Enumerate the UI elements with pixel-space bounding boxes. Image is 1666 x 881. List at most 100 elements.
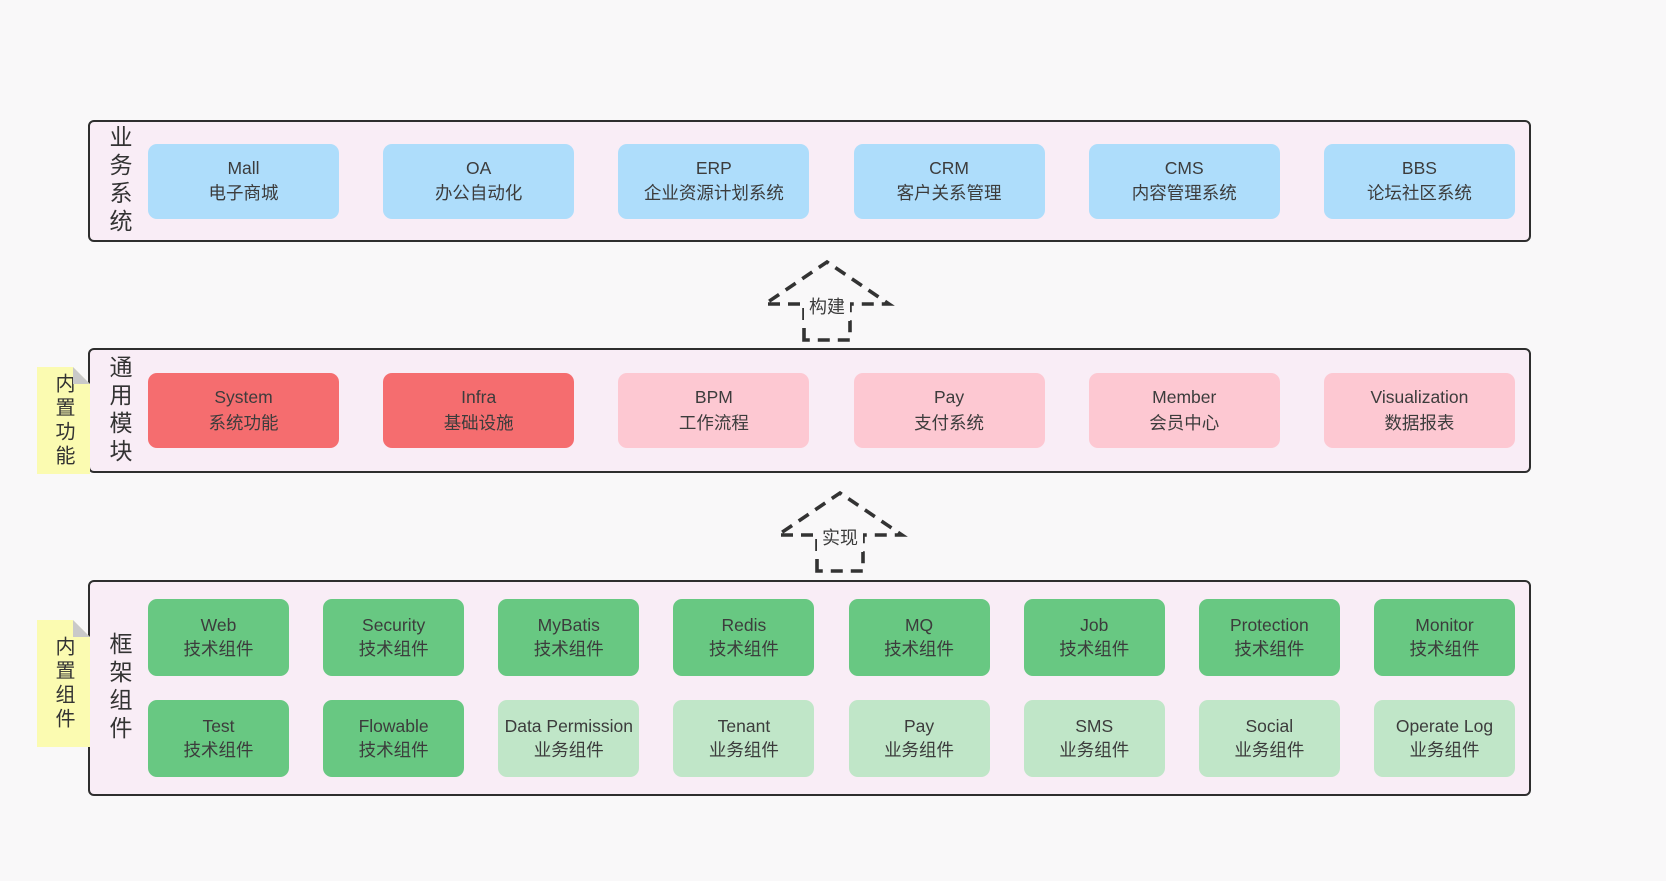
box-subtitle: 论坛社区系统 <box>1366 183 1472 203</box>
sticky-note-label: 内置组件 <box>52 635 74 732</box>
box-subtitle: 技术组件 <box>533 638 604 659</box>
framework-row-2: Test 技术组件 Flowable 技术组件 Data Permission … <box>148 700 1515 777</box>
box-title: BBS <box>1401 157 1437 178</box>
diagram-box-operate-log: Operate Log 业务组件 <box>1373 700 1515 777</box>
box-title: Data Permission <box>504 716 633 737</box>
band-business-systems: 业务系统 Mall 电子商城 OA 办公自动化 ERP 企业资源计划系统 CRM… <box>88 120 1531 242</box>
box-title: CMS <box>1164 157 1204 178</box>
box-title: Social <box>1245 716 1294 737</box>
box-subtitle: 技术组件 <box>183 739 254 760</box>
box-subtitle: 业务组件 <box>708 739 779 760</box>
box-subtitle: 业务组件 <box>884 739 955 760</box>
box-subtitle: 系统功能 <box>208 412 279 433</box>
diagram-box-system: System 系统功能 <box>148 373 339 448</box>
box-subtitle: 业务组件 <box>533 739 604 760</box>
diagram-box-sms: SMS 业务组件 <box>1023 700 1165 777</box>
box-subtitle: 业务组件 <box>1059 739 1130 760</box>
box-title: BPM <box>694 387 733 408</box>
box-title: Protection <box>1229 615 1309 636</box>
diagram-box-tenant: Tenant 业务组件 <box>673 700 815 777</box>
framework-row-1: Web 技术组件 Security 技术组件 MyBatis 技术组件 Redi… <box>148 599 1515 676</box>
up-block-arrow-icon <box>759 259 895 342</box>
box-title: SMS <box>1075 716 1114 737</box>
diagram-box-oa: OA 办公自动化 <box>383 143 575 219</box>
box-subtitle: 办公自动化 <box>434 183 523 203</box>
diagram-box-erp: ERP 企业资源计划系统 <box>618 143 810 219</box>
box-title: Redis <box>721 615 767 636</box>
diagram-box-test: Test 技术组件 <box>148 700 289 777</box>
diagram-box-web: Web 技术组件 <box>148 599 289 676</box>
box-subtitle: 业务组件 <box>1234 739 1305 760</box>
band-label-framework-components: 框架组件 <box>106 632 132 744</box>
diagram-box-bbs: BBS 论坛社区系统 <box>1323 143 1515 219</box>
band-label-business-systems: 业务系统 <box>106 125 132 237</box>
box-title: Infra <box>461 387 497 408</box>
box-subtitle: 业务组件 <box>1409 739 1480 760</box>
arrow-implement: 实现 <box>770 487 910 573</box>
box-subtitle: 技术组件 <box>884 638 955 659</box>
box-subtitle: 技术组件 <box>1234 638 1305 659</box>
diagram-box-mall: Mall 电子商城 <box>148 143 339 219</box>
box-title: MQ <box>904 615 934 636</box>
band-common-content: System 系统功能 Infra 基础设施 BPM 工作流程 Pay 支付系统… <box>148 373 1529 448</box>
box-subtitle: 会员中心 <box>1149 412 1220 433</box>
diagram-box-monitor: Monitor 技术组件 <box>1373 599 1515 676</box>
diagram-box-security: Security 技术组件 <box>323 599 465 676</box>
band-common-modules: 通用模块 System 系统功能 Infra 基础设施 BPM 工作流程 Pay… <box>88 348 1531 473</box>
box-title: Job <box>1080 615 1109 636</box>
band-label-common-modules: 通用模块 <box>106 354 132 467</box>
diagram-box-mq: MQ 技术组件 <box>848 599 990 676</box>
diagram-box-crm: CRM 客户关系管理 <box>853 143 1045 219</box>
diagram-box-flowable: Flowable 技术组件 <box>323 700 465 777</box>
box-subtitle: 电子商城 <box>208 183 279 203</box>
box-subtitle: 技术组件 <box>1059 638 1130 659</box>
sticky-note-builtin-components: 内置组件 <box>37 620 90 747</box>
diagram-box-mybatis: MyBatis 技术组件 <box>498 599 640 676</box>
box-subtitle: 客户关系管理 <box>896 183 1002 203</box>
box-subtitle: 企业资源计划系统 <box>643 183 784 203</box>
diagram-box-pay-component: Pay 业务组件 <box>848 700 990 777</box>
arrow-label-build: 构建 <box>804 290 850 321</box>
box-title: Web <box>200 615 237 636</box>
box-title: Pay <box>903 716 935 737</box>
box-title: Member <box>1152 387 1217 408</box>
band-business-content: Mall 电子商城 OA 办公自动化 ERP 企业资源计划系统 CRM 客户关系… <box>148 143 1529 219</box>
sticky-note-label: 内置功能 <box>52 372 74 469</box>
box-title: Test <box>202 716 235 737</box>
diagram-box-social: Social 业务组件 <box>1198 700 1340 777</box>
arrow-build: 构建 <box>757 256 897 342</box>
box-subtitle: 内容管理系统 <box>1131 183 1237 203</box>
box-title: Visualization <box>1370 387 1469 408</box>
box-subtitle: 支付系统 <box>914 412 985 433</box>
arrow-label-implement: 实现 <box>817 521 863 552</box>
diagram-box-pay-system: Pay 支付系统 <box>853 373 1045 448</box>
diagram-box-member: Member 会员中心 <box>1088 373 1280 448</box>
diagram-box-visualization: Visualization 数据报表 <box>1323 373 1515 448</box>
box-subtitle: 技术组件 <box>183 638 254 659</box>
box-title: MyBatis <box>537 615 600 636</box>
box-title: Tenant <box>717 716 771 737</box>
box-title: Mall <box>227 157 260 178</box>
sticky-note-builtin-functions: 内置功能 <box>37 367 90 474</box>
box-title: Pay <box>933 387 965 408</box>
band-framework-content: Web 技术组件 Security 技术组件 MyBatis 技术组件 Redi… <box>148 599 1529 777</box>
diagram-box-redis: Redis 技术组件 <box>673 599 815 676</box>
diagram-box-cms: CMS 内容管理系统 <box>1088 143 1280 219</box>
box-title: Monitor <box>1415 615 1474 636</box>
box-subtitle: 技术组件 <box>1409 638 1480 659</box>
box-title: Security <box>362 615 426 636</box>
diagram-box-data-permission: Data Permission 业务组件 <box>498 700 640 777</box>
box-title: OA <box>466 157 492 178</box>
box-title: System <box>214 387 273 408</box>
diagram-box-bpm: BPM 工作流程 <box>618 373 810 448</box>
up-block-arrow-icon <box>772 490 908 573</box>
box-title: Operate Log <box>1395 716 1494 737</box>
band-framework-components: 框架组件 Web 技术组件 Security 技术组件 MyBatis 技术组件… <box>88 580 1531 796</box>
box-subtitle: 技术组件 <box>358 638 429 659</box>
box-subtitle: 基础设施 <box>443 412 514 433</box>
box-title: ERP <box>695 157 732 178</box>
box-subtitle: 技术组件 <box>358 739 429 760</box>
box-title: Flowable <box>358 716 429 737</box>
diagram-box-job: Job 技术组件 <box>1023 599 1165 676</box>
